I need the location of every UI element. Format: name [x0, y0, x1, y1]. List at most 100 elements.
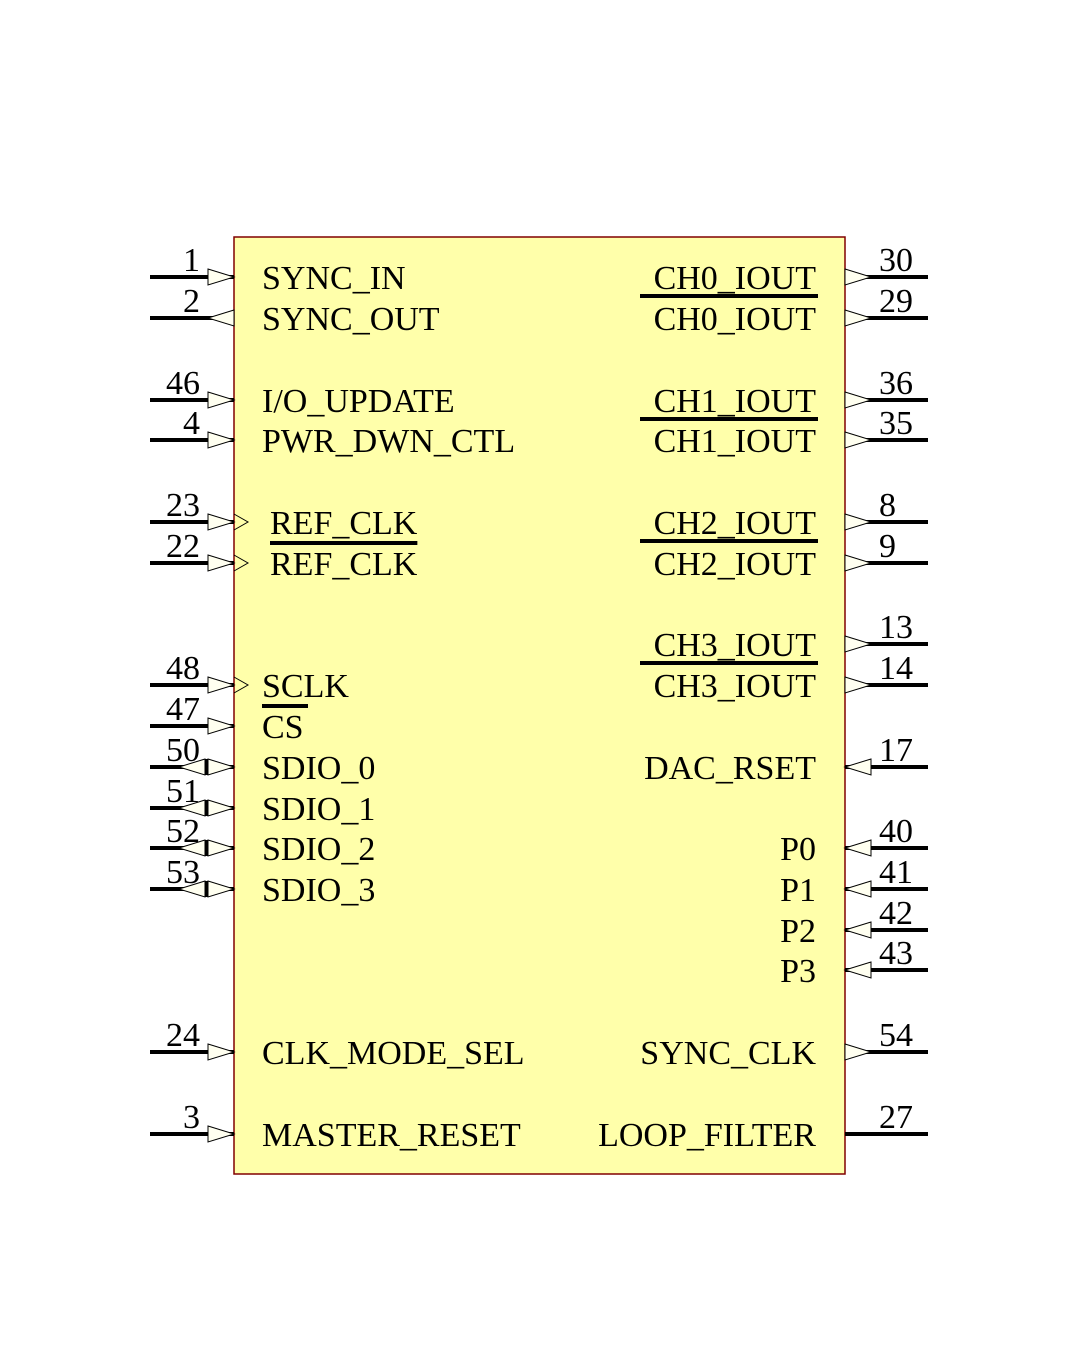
pin-name: LOOP_FILTER [598, 1117, 816, 1154]
pin-53[interactable]: 53 SDIO_3 [150, 854, 375, 909]
pin-24[interactable]: 24 CLK_MODE_SEL [150, 1017, 525, 1072]
pin-number: 29 [879, 283, 913, 320]
arrow-out-icon [844, 554, 873, 572]
pin-number: 47 [166, 691, 200, 728]
pin-number: 1 [183, 242, 200, 279]
pin-13[interactable]: 13 CH3_IOUT [640, 609, 928, 665]
arrow-in-icon [207, 839, 236, 857]
pin-43[interactable]: 43 P3 [780, 935, 928, 990]
arrow-out-icon [844, 309, 873, 327]
pin-name: CH3_IOUT [654, 627, 817, 664]
pin-1[interactable]: 1 SYNC_IN [150, 242, 406, 297]
arrow-in-icon [207, 391, 236, 409]
pin-number: 3 [183, 1099, 200, 1136]
pin-name: SYNC_CLK [640, 1035, 816, 1072]
pin-number: 35 [879, 405, 913, 442]
pin-name: REF_CLK [270, 505, 418, 542]
arrow-out-icon [844, 391, 873, 409]
right-pins: 30CH0_IOUT29CH0_IOUT36CH1_IOUT35CH1_IOUT… [598, 242, 928, 1154]
pin-40[interactable]: 40 P0 [780, 813, 928, 868]
pin-54[interactable]: 54 SYNC_CLK [640, 1017, 928, 1072]
pin-name: I/O_UPDATE [262, 383, 455, 420]
pin-name: CS [262, 709, 304, 746]
pin-name: P0 [780, 831, 816, 868]
pin-number: 22 [166, 528, 200, 565]
component-body [233, 236, 846, 1175]
arrow-out-icon [843, 961, 872, 979]
pin-51[interactable]: 51 SDIO_1 [150, 773, 375, 828]
pin-number: 48 [166, 650, 200, 687]
pin-name: SDIO_3 [262, 872, 375, 909]
pin-number: 14 [879, 650, 913, 687]
pin-name: CH2_IOUT [654, 546, 817, 583]
arrow-out-icon [206, 309, 235, 327]
pin-name: P2 [780, 913, 816, 950]
pin-27[interactable]: 27 LOOP_FILTER [598, 1099, 928, 1154]
pin-number: 53 [166, 854, 200, 891]
pin-number: 54 [879, 1017, 913, 1054]
pin-number: 40 [879, 813, 913, 850]
pin-23[interactable]: 23 REF_CLK [150, 487, 418, 545]
pin-number: 9 [879, 528, 896, 565]
arrow-out-icon [843, 921, 872, 939]
arrow-out-icon [844, 513, 873, 531]
arrow-in-icon [207, 431, 236, 449]
pin-name: MASTER_RESET [262, 1117, 521, 1154]
pin-name: SDIO_1 [262, 791, 375, 828]
arrow-in-icon [207, 1125, 236, 1143]
pin-name: SYNC_OUT [262, 301, 440, 338]
arrow-in-icon [207, 880, 236, 898]
pin-name: CLK_MODE_SEL [262, 1035, 525, 1072]
arrow-out-icon [844, 268, 873, 286]
pin-name: CH0_IOUT [654, 260, 817, 297]
pin-number: 51 [166, 773, 200, 810]
pin-number: 41 [879, 854, 913, 891]
pin-number: 17 [879, 732, 913, 769]
arrow-in-icon [207, 676, 236, 694]
pin-8[interactable]: 8 CH2_IOUT [640, 487, 928, 543]
arrow-in-icon [207, 554, 236, 572]
pin-number: 27 [879, 1099, 913, 1136]
arrow-out-icon [844, 676, 873, 694]
pin-name: P3 [780, 953, 816, 990]
clock-icon [233, 554, 250, 572]
pin-number: 13 [879, 609, 913, 646]
pin-number: 50 [166, 732, 200, 769]
arrow-out-icon [844, 431, 873, 449]
pin-number: 52 [166, 813, 200, 850]
pin-number: 36 [879, 365, 913, 402]
pin-35[interactable]: 35 CH1_IOUT [654, 405, 928, 460]
pin-9[interactable]: 9 CH2_IOUT [654, 528, 928, 583]
arrow-out-icon [843, 758, 872, 776]
pin-number: 8 [879, 487, 896, 524]
pin-number: 43 [879, 935, 913, 972]
pin-name: CH2_IOUT [654, 505, 817, 542]
arrow-out-icon [843, 839, 872, 857]
pin-name: CH1_IOUT [654, 423, 817, 460]
pin-number: 23 [166, 487, 200, 524]
arrow-out-icon [844, 635, 873, 653]
arrow-in-icon [207, 717, 236, 735]
pin-47[interactable]: 47 CS [150, 691, 304, 746]
arrow-in-icon [207, 1043, 236, 1061]
pin-number: 24 [166, 1017, 200, 1054]
pin-name: SYNC_IN [262, 260, 406, 297]
pin-3[interactable]: 3 MASTER_RESET [150, 1099, 521, 1154]
arrow-out-icon [843, 880, 872, 898]
